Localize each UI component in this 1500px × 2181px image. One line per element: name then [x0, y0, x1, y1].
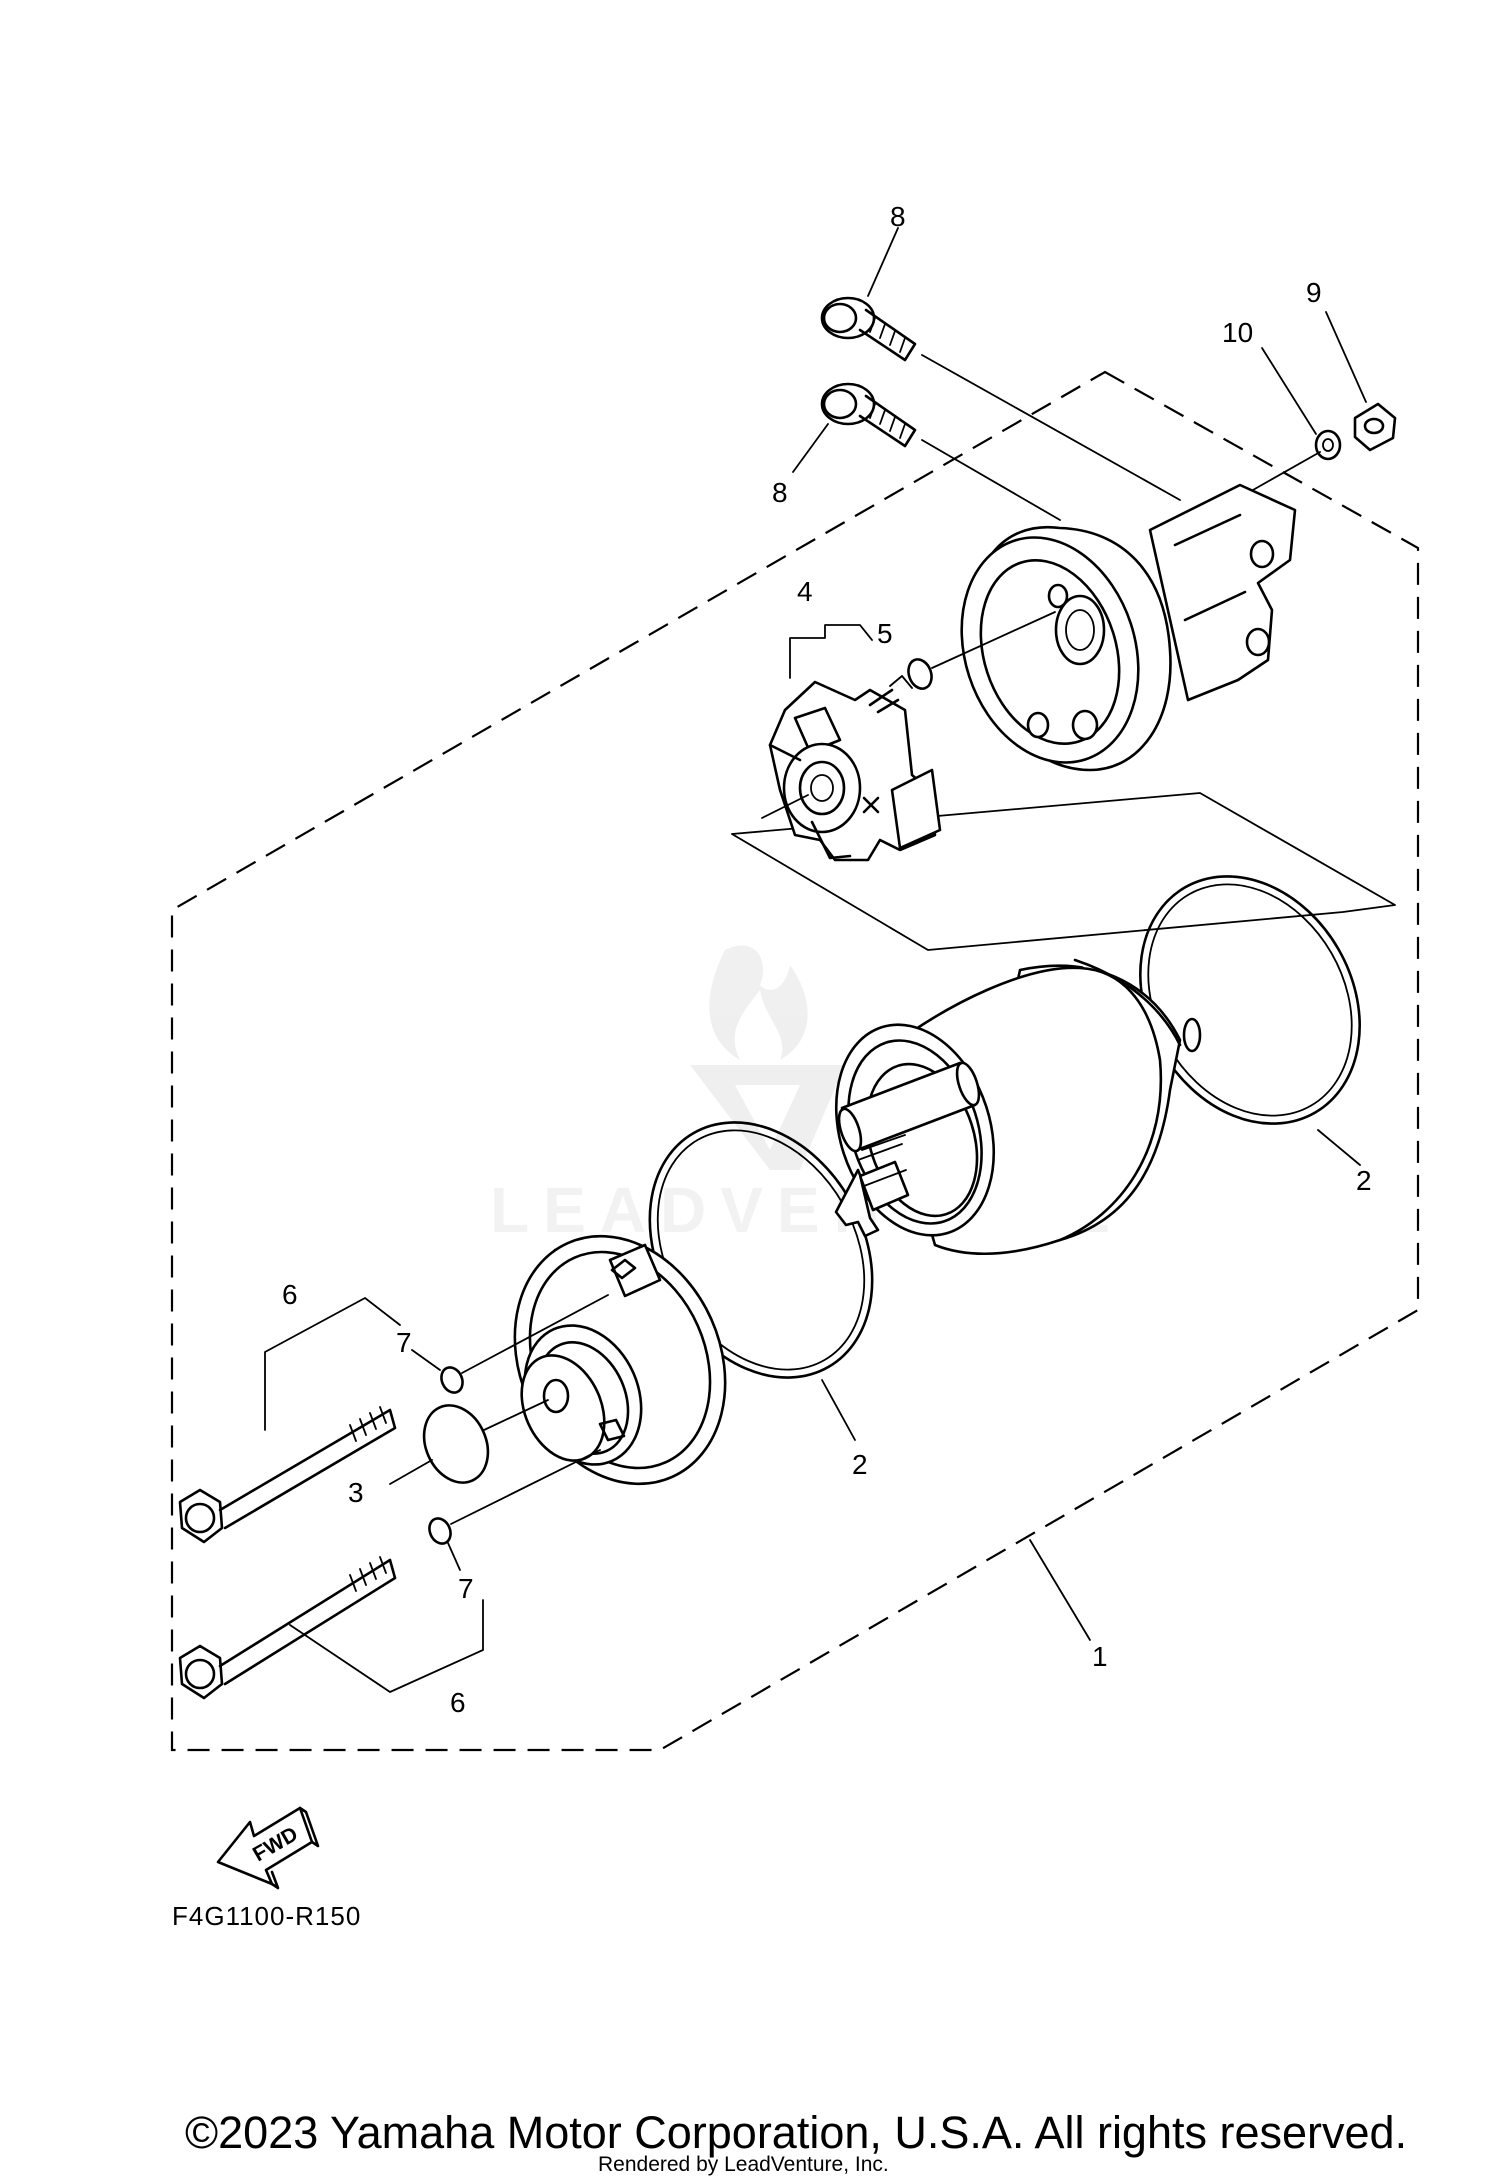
through-bolt-6-lower	[178, 1556, 397, 1700]
o-ring-3-leader	[389, 1459, 433, 1485]
callout-3: 3	[348, 1477, 364, 1508]
through-bolt-6-upper	[178, 1406, 397, 1544]
bolt-6-lower-bracket	[289, 1599, 484, 1693]
brush-holder-assembly	[768, 675, 942, 862]
brush-holder-group-outline	[731, 792, 1396, 951]
o-ring-3	[422, 1404, 490, 1484]
washer-7-lower	[428, 1517, 452, 1545]
o-ring-3-center-line	[483, 1399, 549, 1431]
o-ring-2-rear-leader	[1317, 1129, 1361, 1166]
callout-labels: 8 8 9 10 4 5 2 2 6 7 3 7 6 1	[282, 201, 1372, 1718]
washer-7-leader-lines	[411, 1294, 609, 1571]
callout-6-lower: 6	[450, 1687, 466, 1718]
washer-7-upper	[440, 1366, 464, 1394]
o-ring-2-front-leader	[821, 1379, 856, 1441]
bolt-8-leader-lines	[792, 227, 1181, 521]
callout-8-lower: 8	[772, 477, 788, 508]
bolt-8-upper	[820, 296, 917, 362]
callout-2-front: 2	[852, 1449, 868, 1480]
brush-holder-bracket	[789, 624, 873, 679]
nut-9	[1353, 402, 1397, 452]
callout-5: 5	[877, 618, 893, 649]
rendered-by-credit: Rendered by LeadVenture, Inc.	[598, 2153, 889, 2176]
fwd-arrow: FWD	[216, 1806, 320, 1890]
callout-4: 4	[797, 576, 813, 607]
callout-7-lower: 7	[458, 1573, 474, 1604]
rear-cover-housing	[960, 483, 1297, 772]
callout-6-upper: 6	[282, 1279, 298, 1310]
callout-7-upper: 7	[396, 1327, 412, 1358]
o-ring-5	[907, 658, 933, 690]
assembly-1-leader	[1029, 1539, 1091, 1641]
washer-10	[1314, 429, 1342, 461]
front-cover	[513, 1234, 727, 1486]
brush-holder-pin-line	[761, 794, 809, 819]
callout-8-upper: 8	[890, 201, 906, 232]
copyright-notice: ©2023 Yamaha Motor Corporation, U.S.A. A…	[185, 2107, 1407, 2158]
callout-10: 10	[1222, 317, 1253, 348]
yoke-armature	[834, 958, 1202, 1256]
callout-1: 1	[1092, 1641, 1108, 1672]
o-ring-5-leader	[931, 611, 1056, 669]
bolt-8-lower	[820, 382, 917, 448]
diagram-part-code: F4G1100-R150	[172, 1901, 361, 1931]
callout-2-rear: 2	[1356, 1165, 1372, 1196]
bolt-6-upper-bracket	[264, 1297, 401, 1431]
starter-assembly-outline	[170, 370, 1420, 1752]
callout-9: 9	[1306, 277, 1322, 308]
